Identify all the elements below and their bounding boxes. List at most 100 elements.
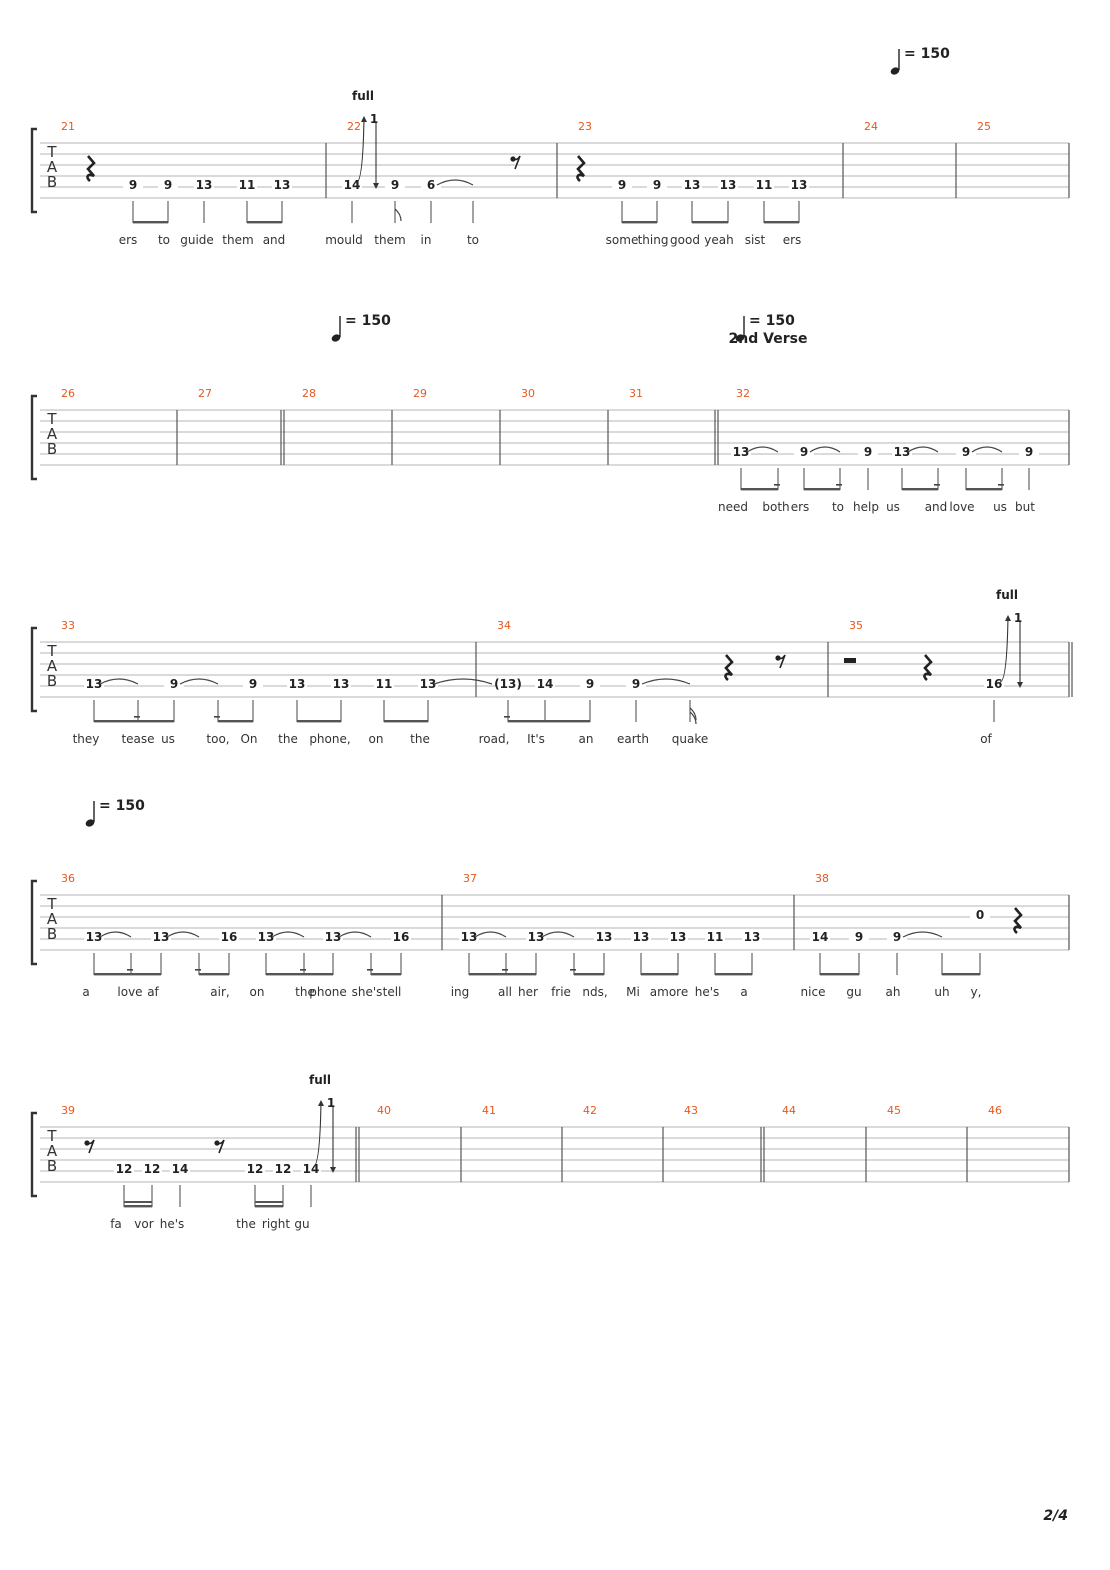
lyric-syllable: to (832, 500, 844, 514)
beam (764, 221, 799, 224)
lyric-syllable: af (147, 985, 159, 999)
lyric-syllable: she's (352, 985, 383, 999)
fret-number: 14 (344, 178, 361, 192)
lyric-syllable: yeah (704, 233, 733, 247)
bend-arrow-up (318, 1100, 324, 1106)
fret-bg (794, 445, 814, 458)
lyric-syllable: amore (650, 985, 688, 999)
beam (508, 720, 590, 723)
fret-bg (164, 677, 184, 690)
fret-bg (385, 178, 405, 191)
tie-arc (433, 678, 493, 685)
tempo-value: = 150 (904, 46, 950, 62)
measure-number: 39 (61, 1104, 75, 1117)
bend-amount: 1 (370, 112, 378, 126)
tie-arc (99, 678, 139, 685)
beam (255, 1205, 283, 1208)
tie-arc (99, 931, 132, 938)
beam (902, 488, 938, 491)
quarter-note-icon (331, 334, 341, 342)
fret-bg (273, 1162, 293, 1175)
beam (297, 720, 341, 723)
release-arrow (330, 1167, 336, 1173)
fret-number: 13 (720, 178, 737, 192)
lyric-syllable: need (718, 500, 748, 514)
fret-bg (243, 677, 263, 690)
dot-mark (502, 969, 508, 971)
fret-bg (498, 677, 518, 690)
fret-number: 13 (744, 930, 761, 944)
measure-number: 25 (977, 120, 991, 133)
measure-number: 21 (61, 120, 75, 133)
measure-number: 43 (684, 1104, 698, 1117)
lyric-syllable: thing (638, 233, 669, 247)
lyric-syllable: them (374, 233, 405, 247)
lyric-syllable: guide (180, 233, 214, 247)
lyric-syllable: ers (119, 233, 138, 247)
lyric-syllable: right (262, 1217, 290, 1231)
fret-number: 13 (274, 178, 291, 192)
measure-number: 44 (782, 1104, 796, 1117)
quarter-note-icon (85, 819, 95, 827)
tie-arc (746, 446, 779, 453)
fret-bg (84, 677, 104, 690)
lyric-syllable: to (467, 233, 479, 247)
lyric-syllable: love (949, 500, 974, 514)
measure-number: 45 (887, 1104, 901, 1117)
lyric-syllable: he's (160, 1217, 185, 1231)
beam (371, 973, 401, 976)
dot-mark (504, 716, 510, 718)
fret-bg (418, 677, 438, 690)
lyric-syllable: of (980, 732, 992, 746)
lyric-syllable: good (670, 233, 700, 247)
fret-bg (142, 1162, 162, 1175)
eighth-rest-stem (777, 654, 786, 669)
fret-bg (754, 178, 774, 191)
fret-number: 12 (247, 1162, 264, 1176)
fret-bg (887, 930, 907, 943)
lyric-syllable: too, (206, 732, 229, 746)
dot-mark (195, 969, 201, 971)
fret-number: 13 (633, 930, 650, 944)
tempo-value: = 150 (749, 313, 795, 329)
lyric-syllable: the (410, 732, 430, 746)
measure-number: 24 (864, 120, 878, 133)
beam (218, 720, 253, 723)
fret-number: 11 (756, 178, 773, 192)
measure-number: 26 (61, 387, 75, 400)
fret-bg (626, 677, 646, 690)
fret-bg (892, 445, 912, 458)
fret-bg (631, 930, 651, 943)
tab-clef-letter: B (47, 1157, 57, 1175)
measure-number: 37 (463, 872, 477, 885)
lyric-syllable: they (73, 732, 100, 746)
beam (820, 973, 859, 976)
measure-number: 32 (736, 387, 750, 400)
dot-mark (300, 969, 306, 971)
fret-number: 13 (196, 178, 213, 192)
dot-mark (836, 484, 842, 486)
tie-arc (541, 931, 575, 938)
tab-clef-letter: A (47, 657, 58, 675)
tie-arc (179, 678, 219, 685)
lyric-syllable: and (263, 233, 286, 247)
lyric-syllable: both (762, 500, 789, 514)
fret-number: 14 (303, 1162, 320, 1176)
tie-arc (271, 931, 305, 938)
measure-number: 28 (302, 387, 316, 400)
fret-number: 9 (632, 677, 640, 691)
fret-bg (705, 930, 725, 943)
fret-number: 13 (596, 930, 613, 944)
lyric-syllable: in (421, 233, 432, 247)
fret-number: (13) (494, 677, 522, 691)
fret-number: 9 (1025, 445, 1033, 459)
lyric-syllable: he's (695, 985, 720, 999)
lyric-syllable: an (579, 732, 594, 746)
tie-arc (436, 179, 474, 186)
tab-clef-letter: B (47, 440, 57, 458)
fret-number: 11 (376, 677, 393, 691)
fret-bg (682, 178, 702, 191)
